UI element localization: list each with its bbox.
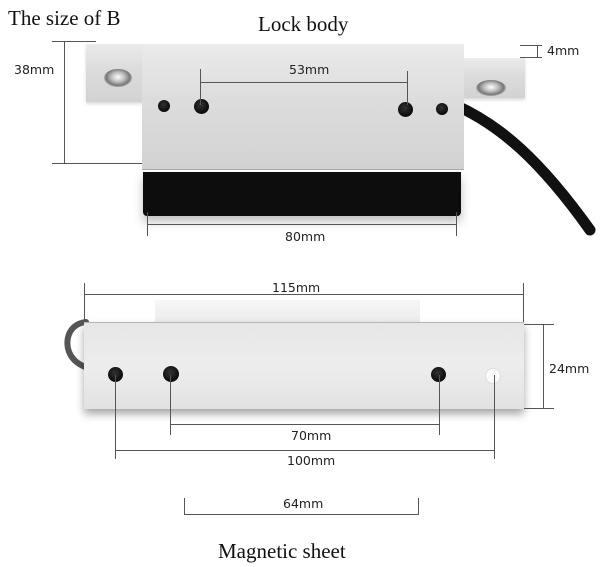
dim-overall-length-label: 115mm [272, 280, 321, 295]
diagram-title: The size of B [8, 6, 121, 30]
dim-70-horizontal [170, 424, 440, 425]
dim-115-horizontal [84, 294, 523, 295]
dim-4-bottom [520, 57, 542, 58]
dim-115-left-tick [84, 283, 85, 323]
sheet-hole-3 [431, 367, 446, 382]
dim-flange-label: 4mm [547, 43, 580, 58]
dim-53-right-tick [407, 71, 408, 105]
lock-hole-1 [158, 100, 170, 112]
dim-80-horizontal [147, 224, 457, 225]
magnetic-sheet-label: Magnetic sheet [218, 539, 346, 563]
dim-inner-spacing-label: 70mm [291, 428, 332, 443]
dim-outer-spacing-label: 100mm [287, 453, 336, 468]
dim-115-right-tick [523, 283, 524, 323]
wire-icon [64, 319, 91, 371]
dim-24-bottom-tick [524, 408, 554, 409]
dim-64-left-tick [184, 498, 185, 515]
lock-hole-3 [398, 102, 413, 117]
dim-70-right-tick [439, 375, 440, 435]
dim-sheet-height-label: 24mm [549, 361, 590, 376]
dim-height-label: 38mm [14, 62, 55, 77]
dim-53-left-tick [200, 69, 201, 105]
sheet-top-face [155, 300, 420, 323]
dim-64-right-tick [418, 498, 419, 515]
dim-4-vertical [537, 45, 538, 57]
dim-plate-length-label: 64mm [283, 496, 324, 511]
dim-70-left-tick [170, 375, 171, 435]
dim-24-top-tick [524, 324, 554, 325]
sheet-front-face [84, 322, 524, 409]
lock-hole-4 [436, 103, 448, 115]
left-screw-icon [104, 69, 132, 87]
sheet-hole-2 [163, 366, 179, 382]
cable-icon [449, 99, 596, 236]
dim-100-horizontal [115, 450, 494, 451]
dim-100-left-tick [115, 375, 116, 459]
dim-38-top-tick [52, 41, 96, 42]
dim-100-right-tick [494, 375, 495, 459]
dim-24-vertical [543, 324, 544, 409]
dim-body-width-label: 80mm [285, 229, 326, 244]
right-screw-icon [476, 80, 506, 96]
sheet-hole-4 [485, 368, 501, 384]
dim-64-horizontal [184, 514, 418, 515]
dim-53-horizontal [200, 82, 407, 83]
lock-hole-2 [194, 99, 209, 114]
dim-38-vertical [64, 41, 65, 164]
dim-38-bottom-tick [52, 163, 142, 164]
lock-body-illustration [0, 0, 600, 260]
dim-hole-spacing-label: 53mm [289, 62, 330, 77]
dim-4-top [520, 45, 542, 46]
dim-80-right-tick [456, 212, 457, 236]
sheet-hole-1 [108, 367, 123, 382]
lock-body-label: Lock body [258, 12, 349, 36]
lock-magnet-face [143, 172, 461, 216]
